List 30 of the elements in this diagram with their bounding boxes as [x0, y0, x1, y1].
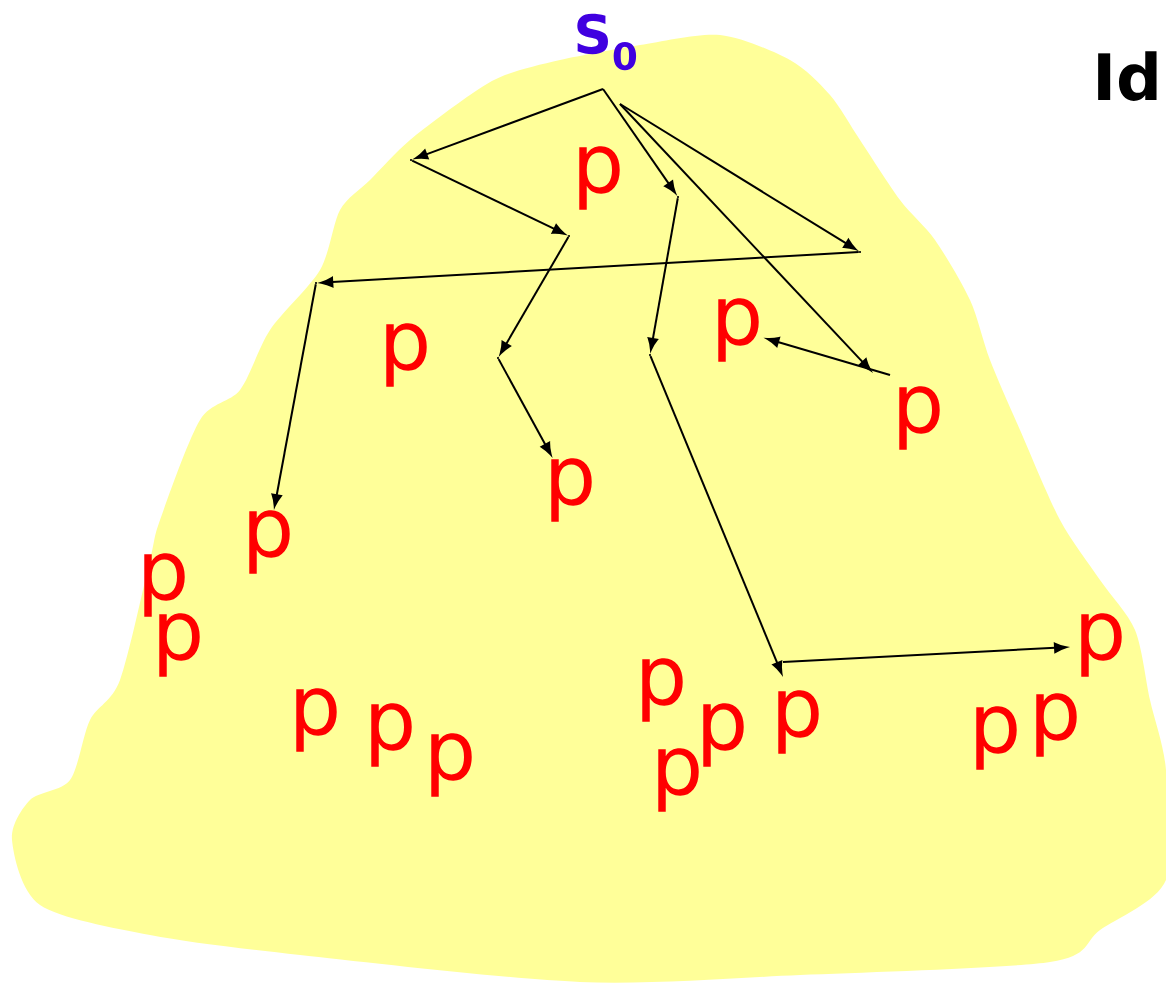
- state-label: p: [1081, 613, 1122, 677]
- arrow: [411, 159, 566, 235]
- state-label: p: [371, 703, 412, 767]
- title: Id: [1098, 51, 1157, 101]
- state-label: p: [778, 690, 819, 754]
- state-label: p: [579, 146, 620, 210]
- state-label: p: [703, 703, 744, 767]
- arrow: [499, 236, 570, 355]
- state-label: p: [642, 658, 683, 722]
- state-label: p: [976, 706, 1017, 770]
- arrow: [602, 88, 676, 194]
- state-label: p: [551, 458, 592, 522]
- state-label: p: [386, 323, 427, 387]
- arrow: [320, 251, 860, 288]
- arrow: [782, 642, 1067, 663]
- arrow: [497, 358, 552, 456]
- state-label: p: [296, 688, 337, 752]
- arrow: [271, 283, 317, 507]
- state-label: p: [658, 748, 699, 812]
- state-label: p: [431, 733, 472, 797]
- arrow: [766, 336, 891, 376]
- arrow: [649, 355, 783, 675]
- start-label: S$_{0}$: [577, 13, 637, 71]
- state-label: p: [1036, 693, 1077, 757]
- arrow: [619, 103, 857, 251]
- state-label: p: [899, 386, 940, 450]
- state-label: p: [249, 510, 290, 574]
- arrow: [619, 103, 872, 371]
- state-label: p: [718, 298, 759, 362]
- arrow: [647, 197, 679, 351]
